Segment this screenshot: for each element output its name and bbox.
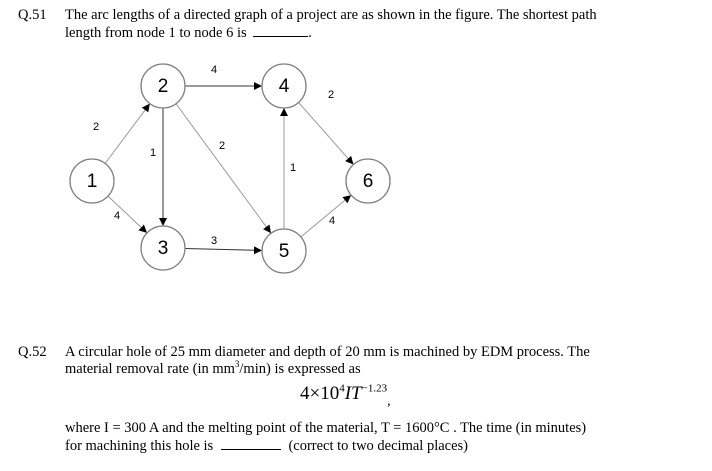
node-circle-3 xyxy=(140,225,186,271)
question-51-line-2-text: length from node 1 to node 6 is xyxy=(65,25,247,41)
node-3: 3 xyxy=(140,225,186,271)
node-circle-5 xyxy=(261,228,307,274)
edge-length-2-4: 4 xyxy=(211,64,217,76)
question-51-line-1: The arc lengths of a directed graph of a… xyxy=(65,7,597,23)
question-51: Q.51 The arc lengths of a directed graph… xyxy=(18,7,708,43)
question-52: Q.52 A circular hole of 25 mm diameter a… xyxy=(18,344,708,464)
mrr-formula: 4×104IT−1.23, xyxy=(300,382,391,409)
edge-length-1-3: 4 xyxy=(114,210,120,222)
graph-nodes: 1 2 3 4 5 6 xyxy=(69,63,391,274)
question-51-answer-blank xyxy=(253,24,309,37)
node-4: 4 xyxy=(261,63,307,109)
edge-1-to-3 xyxy=(107,195,147,233)
question-52-unit-exponent: 3 xyxy=(234,359,240,370)
edge-3-to-5 xyxy=(184,246,263,255)
edge-1-to-2 xyxy=(104,103,150,164)
question-51-period: . xyxy=(308,25,312,41)
node-6: 6 xyxy=(345,158,391,204)
edge-length-1-2: 2 xyxy=(93,121,99,133)
edge-length-4-6: 2 xyxy=(328,89,334,101)
node-2: 2 xyxy=(140,63,186,109)
edge-length-5-4: 1 xyxy=(290,162,296,174)
node-label-2: 2 xyxy=(158,76,169,97)
question-52-line-2-rest: /min) is expressed as xyxy=(239,361,361,377)
question-52-line-4-text: for machining this hole is xyxy=(65,438,214,454)
node-label-1: 1 xyxy=(87,171,98,192)
question-52-line-3: where I = 300 A and the melting point of… xyxy=(65,420,587,436)
edge-4-to-6 xyxy=(298,102,354,165)
question-52-line-4: for machining this hole is (correct to t… xyxy=(65,437,586,455)
question-52-line-4-note: (correct to two decimal places) xyxy=(288,438,469,454)
node-circle-6 xyxy=(345,158,391,204)
formula-power-of-ten: 4 xyxy=(339,382,345,395)
question-51-number: Q.51 xyxy=(18,7,47,23)
question-52-answer-blank xyxy=(220,437,281,450)
formula-coefficient: 4×10 xyxy=(300,383,340,404)
edge-length-3-5: 3 xyxy=(211,235,217,247)
node-circle-4 xyxy=(261,63,307,109)
edge-2-to-5 xyxy=(175,103,271,234)
node-label-6: 6 xyxy=(363,171,374,192)
question-52-line-2-text: material removal rate (in mm xyxy=(65,361,235,377)
formula-comma: , xyxy=(387,394,391,409)
node-label-4: 4 xyxy=(279,76,290,97)
question-52-text-lower: where I = 300 A and the melting point of… xyxy=(65,420,586,455)
edge-length-2-3: 1 xyxy=(150,147,156,159)
question-52-line-1: A circular hole of 25 mm diameter and de… xyxy=(65,344,590,360)
question-52-text: A circular hole of 25 mm diameter and de… xyxy=(65,344,590,378)
graph-edges: 2 4 4 1 2 3 1 2 4 xyxy=(93,64,354,255)
edge-length-2-5: 2 xyxy=(219,140,225,152)
node-label-5: 5 xyxy=(279,241,290,262)
node-label-3: 3 xyxy=(158,238,169,259)
node-circle-2 xyxy=(140,63,186,109)
node-1: 1 xyxy=(69,158,115,204)
node-5: 5 xyxy=(261,228,307,274)
question-52-line-2: material removal rate (in mm3/min) is ex… xyxy=(65,359,590,378)
edge-5-to-6 xyxy=(300,195,352,238)
question-52-number: Q.52 xyxy=(18,344,47,360)
edge-length-5-6: 4 xyxy=(329,215,335,227)
formula-variables: IT xyxy=(344,383,362,404)
node-circle-1 xyxy=(69,158,115,204)
formula-exponent: −1.23 xyxy=(361,382,388,395)
question-51-text: The arc lengths of a directed graph of a… xyxy=(65,7,597,42)
question-51-line-2: length from node 1 to node 6 is . xyxy=(65,24,597,42)
